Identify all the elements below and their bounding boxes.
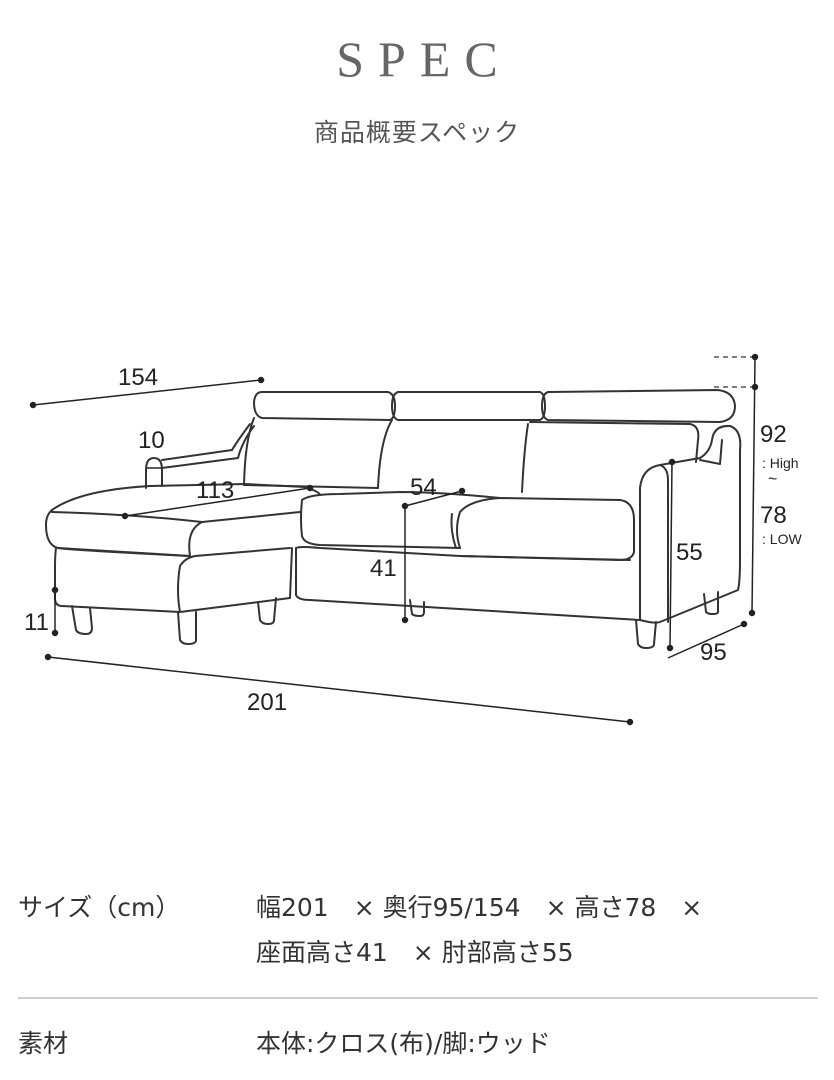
dim-width: 201 [247, 689, 287, 716]
spec-divider [18, 997, 818, 999]
spec-value-material: 本体:クロス(布)/脚:ウッド [256, 1029, 551, 1058]
dim-tilde: ~ [768, 471, 777, 488]
dim-seat-depth: 54 [410, 474, 437, 501]
dim-height-low: 78 [760, 502, 787, 529]
sofa-dimension-diagram: 154 10 113 54 92 : High ~ 78 : LOW 55 41… [0, 330, 834, 730]
dim-armrest-height: 55 [676, 539, 703, 566]
dim-chaise-depth: 154 [118, 364, 158, 391]
sofa-illustration: 154 10 113 54 92 : High ~ 78 : LOW 55 41… [24, 353, 802, 726]
spec-value-size: 幅201 × 奥行95/154 × 高さ78 × 座面高さ41 × 肘部高さ55 [256, 885, 818, 975]
spec-row-size: サイズ（cm） 幅201 × 奥行95/154 × 高さ78 × 座面高さ41 … [18, 885, 818, 975]
spec-table: サイズ（cm） 幅201 × 奥行95/154 × 高さ78 × 座面高さ41 … [18, 885, 818, 1066]
page-title: SPEC [336, 31, 512, 87]
dim-leg-height: 11 [24, 609, 49, 636]
dim-depth: 95 [700, 639, 727, 666]
spec-value-size-line1: 幅201 × 奥行95/154 × 高さ78 × [256, 893, 703, 922]
spec-label-material: 素材 [18, 1029, 69, 1058]
spec-label-size: サイズ（cm） [18, 893, 181, 922]
dim-seat-height: 41 [370, 555, 397, 582]
spec-row-material: 素材 本体:クロス(布)/脚:ウッド [18, 1021, 818, 1066]
dim-height-high: 92 [760, 421, 787, 448]
dim-chaise-seat-depth: 113 [196, 477, 234, 504]
spec-value-size-line2: 座面高さ41 × 肘部高さ55 [256, 938, 574, 967]
dim-high-label: : High [762, 455, 799, 471]
page-subtitle: 商品概要スペック [313, 118, 521, 147]
dim-low-label: : LOW [762, 531, 802, 547]
dim-arm-width: 10 [138, 427, 165, 454]
